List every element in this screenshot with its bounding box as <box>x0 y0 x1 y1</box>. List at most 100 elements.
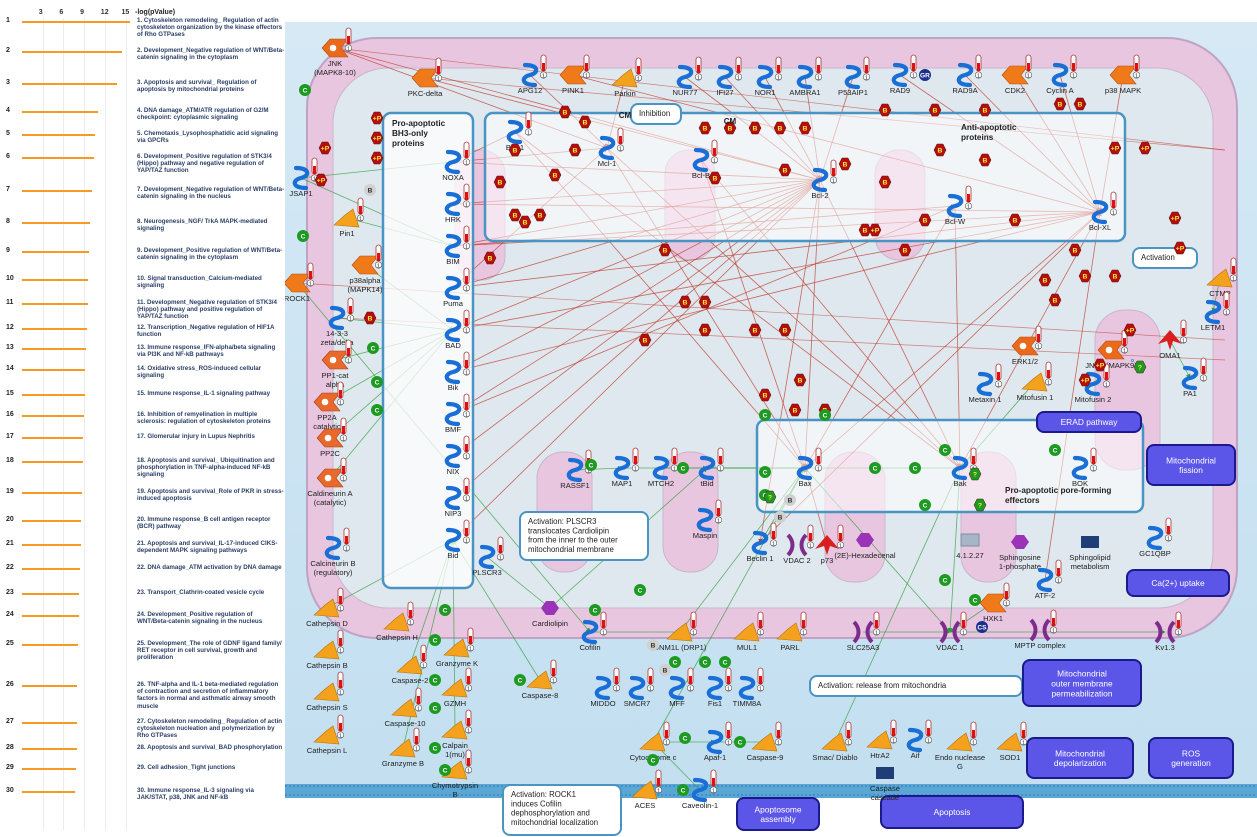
node-label[interactable]: Metaxin 1 <box>969 395 1002 404</box>
node-label[interactable]: GZMH <box>444 699 466 708</box>
node-label[interactable]: MIDDO <box>590 699 615 708</box>
node-label[interactable]: Apaf-1 <box>704 753 726 762</box>
node-label[interactable]: VDAC 2 <box>783 556 810 565</box>
pathway-label[interactable]: 12. Transcription_Negative regulation of… <box>137 324 275 339</box>
node-label[interactable]: NUR77 <box>673 88 698 97</box>
node-label[interactable]: JSAP1 <box>289 189 312 198</box>
node-label[interactable]: Bcl-2 <box>811 191 828 200</box>
node-label[interactable]: Caspase-10 <box>385 719 426 728</box>
node-label[interactable]: HtrA2 <box>870 751 889 760</box>
node-label[interactable]: Aif <box>911 751 921 760</box>
pathway-label[interactable]: 7. Development_Negative regulation of WN… <box>137 186 285 201</box>
node-label[interactable]: APG12 <box>518 86 542 95</box>
node-label[interactable]: PINK1 <box>562 86 584 95</box>
node-label[interactable]: SMCR7 <box>624 699 651 708</box>
pathway-label[interactable]: 23. Transport_Clathrin-coated vesicle cy… <box>137 589 265 596</box>
pathway-label[interactable]: 8. Neurogenesis_NGF/ TrkA MAPK-mediated … <box>137 218 268 233</box>
node-label[interactable]: RASSF1 <box>560 481 590 490</box>
pathway-label[interactable]: 29. Cell adhesion_Tight junctions <box>137 764 236 771</box>
node-label[interactable]: Cofilin <box>579 643 600 652</box>
node-label[interactable]: CDK2 <box>1005 86 1025 95</box>
node-label[interactable]: Cathepsin D <box>306 619 348 628</box>
node-label[interactable]: SOD1 <box>1000 753 1021 762</box>
node-label[interactable]: Bcl-W <box>945 217 966 226</box>
node-label[interactable]: Cathepsin H <box>376 633 418 642</box>
node-label[interactable]: GC1QBP <box>1139 549 1171 558</box>
pathway-label[interactable]: 24. Development_Positive regulation of W… <box>137 611 263 626</box>
node-label[interactable]: NIX <box>447 467 460 476</box>
node-label[interactable]: MTCH2 <box>648 479 674 488</box>
node-label[interactable]: Cardiolipin <box>532 619 568 628</box>
node-label[interactable]: PA1 <box>1183 389 1197 398</box>
pathway-label[interactable]: 19. Apoptosis and survival_Role of PKR i… <box>137 488 284 503</box>
pathway-label[interactable]: 9. Development_Positive regulation of WN… <box>137 247 283 262</box>
node-label[interactable]: Caldineurin A(catalytic) <box>307 489 353 507</box>
node-label[interactable]: Cathepsin L <box>307 746 348 755</box>
node-label[interactable]: p38alpha(MAPK14) <box>347 276 382 294</box>
pathway-label[interactable]: 18. Apoptosis and survival_ Ubiquitinati… <box>137 457 275 479</box>
pathway-label[interactable]: 15. Immune response_IL-1 signaling pathw… <box>137 390 271 397</box>
node-label[interactable]: Granzyme K <box>436 659 478 668</box>
node-label[interactable]: ERK1/2 <box>1012 357 1038 366</box>
node-label[interactable]: PKC-delta <box>408 89 443 98</box>
node-label[interactable]: ROCK1 <box>284 294 310 303</box>
node-label[interactable]: Bcl-B <box>692 171 710 180</box>
node-label[interactable]: BMF <box>445 425 461 434</box>
node-label[interactable]: Cathepsin S <box>306 703 347 712</box>
node-label[interactable]: HRK <box>445 215 461 224</box>
node-label[interactable]: Puma <box>443 299 464 308</box>
node-label[interactable]: Bid <box>448 551 459 560</box>
node-label[interactable]: Bik <box>448 383 459 392</box>
node-cardiolipin[interactable]: Cardiolipin <box>532 601 568 628</box>
node-label[interactable]: (2E)-Hexadecenal <box>834 551 896 560</box>
node-label[interactable]: Caveolin-1 <box>682 801 718 810</box>
node-label[interactable]: MUL1 <box>737 643 757 652</box>
node-label[interactable]: NOXA <box>442 173 464 182</box>
pathway-label[interactable]: 13. Immune response_IFN-alpha/beta signa… <box>137 344 276 359</box>
node-label[interactable]: BIM <box>446 257 460 266</box>
node-label[interactable]: Bax <box>798 479 811 488</box>
node-label[interactable]: HXK1 <box>983 614 1003 623</box>
node-label[interactable]: RAD9A <box>952 86 978 95</box>
